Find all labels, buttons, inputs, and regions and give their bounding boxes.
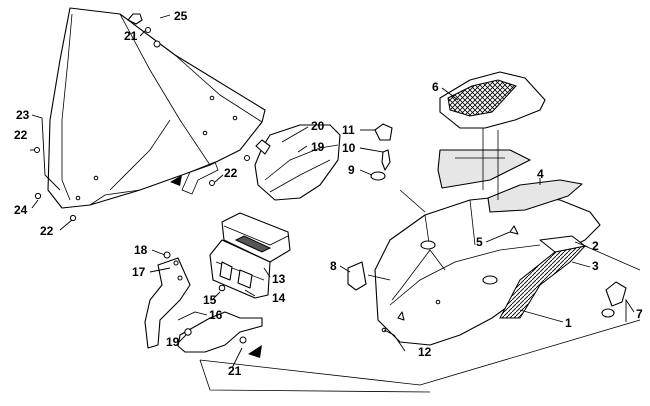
assembly-lines xyxy=(199,128,641,393)
callout-5: 5 xyxy=(476,235,483,249)
windshield-hardware xyxy=(34,13,250,222)
callout-9: 9 xyxy=(348,163,355,177)
callout-2: 2 xyxy=(592,239,599,253)
mount-bracket-small xyxy=(170,161,219,195)
callout-13: 13 xyxy=(272,272,286,286)
callout-23: 25 xyxy=(174,9,188,23)
lower-brackets xyxy=(144,251,263,358)
callout-6: 6 xyxy=(432,80,439,94)
callout-15: 15 xyxy=(203,293,217,307)
callout-10: 10 xyxy=(342,141,356,155)
callout-22: 22 xyxy=(14,128,28,142)
callout-21: 20 xyxy=(311,119,325,133)
callout-20: 19 xyxy=(311,140,325,154)
callout-18: 18 xyxy=(134,243,148,257)
callout-8: 8 xyxy=(330,259,337,273)
callout-22: 22 xyxy=(224,166,238,180)
callout-21: 21 xyxy=(228,364,242,378)
callout-labels: 25 21 23 22 24 22 20 19 22 11 10 9 6 4 5… xyxy=(14,9,643,378)
callout-22: 21 xyxy=(124,29,138,43)
callout-22: 22 xyxy=(40,224,54,238)
callout-11: 11 xyxy=(342,123,355,137)
callout-16: 16 xyxy=(209,308,223,322)
callout-19: 19 xyxy=(166,335,180,349)
callout-1: 1 xyxy=(565,316,572,330)
callout-24: 23 xyxy=(16,108,30,122)
windshield xyxy=(47,7,266,209)
small-parts xyxy=(347,123,627,321)
storage-tray xyxy=(439,71,546,129)
hood-panel xyxy=(374,194,601,346)
headlight-lens xyxy=(254,124,341,201)
callout-25: 24 xyxy=(14,203,28,217)
side-panels xyxy=(437,149,583,213)
instrument-cluster xyxy=(209,212,291,299)
callout-12: 12 xyxy=(418,345,432,359)
leader-lines xyxy=(30,14,635,369)
callout-17: 17 xyxy=(132,265,146,279)
callout-4: 4 xyxy=(537,167,544,181)
callout-14: 14 xyxy=(272,291,286,305)
callout-3: 3 xyxy=(592,259,599,273)
callout-7: 7 xyxy=(636,307,643,321)
